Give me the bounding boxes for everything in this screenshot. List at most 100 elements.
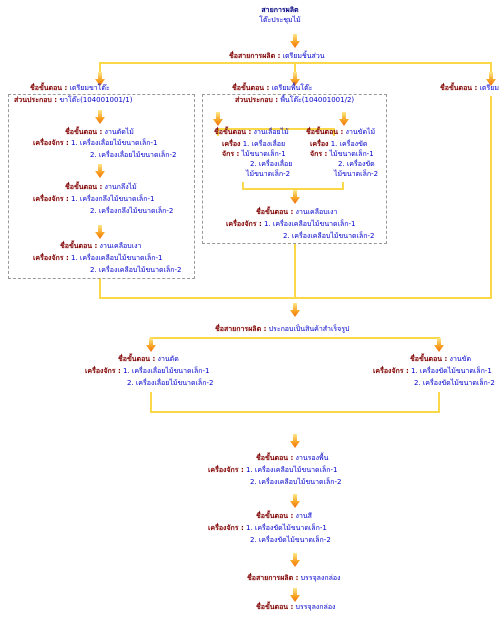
- machine-item: ไม้ขนาดเล็ก-1: [329, 150, 374, 158]
- line-value: เตรียมชิ้นส่วน: [282, 52, 325, 60]
- machine-label: เครื่องจักร :: [226, 220, 262, 228]
- step-value: เตรียมขาโต๊ะ: [69, 84, 110, 92]
- machine-item: 1. เครื่องเลื่อย: [242, 140, 286, 148]
- machine-list: เครื่องจักร : 1. เครื่องเคลือบไม้ขนาดเล็…: [226, 220, 356, 229]
- step-value: งานรองพื้น: [295, 454, 329, 462]
- step-value: งานกลึงไม้: [104, 183, 137, 191]
- machine-item: 2. เครื่องกลึงไม้ขนาดเล็ก-2: [90, 207, 174, 215]
- step-value: งานเคลือบเงา: [99, 242, 142, 250]
- step-node-packing: ชื่อขั้นตอน : บรรจุลงกล่อง: [256, 603, 335, 612]
- connector: [99, 278, 101, 298]
- machine-item: 1. เครื่องเคลือบไม้ขนาดเล็ก-1: [246, 466, 338, 474]
- machine-list: เครื่องจักร : 1. เครื่องเลื่อยไม้ขนาดเล็…: [85, 367, 209, 376]
- machine-label: เครื่องจักร :: [33, 254, 69, 262]
- line-label: ชื่อสายการผลิต :: [229, 52, 281, 60]
- step-label: ชื่อขั้นตอน :: [256, 208, 294, 216]
- flow-arrow-icon: [290, 190, 300, 204]
- machine-item: 2. เครื่องเคลือบไม้ขนาดเล็ก-2: [250, 478, 342, 486]
- machine-list: เครื่องจักร : 1. เครื่องขัดไม้ขนาดเล็ก-1: [208, 524, 327, 533]
- step-node-cut: ชื่อขั้นตอน : งานตัด: [118, 355, 179, 364]
- flow-arrow-icon: [95, 225, 105, 239]
- step-value: งานตัดไม้: [104, 128, 134, 136]
- group-box-table-top: [202, 94, 387, 244]
- part-label: ส่วนประกอบ :: [14, 96, 58, 104]
- machine-list: จักร : ไม้ขนาดเล็ก-1: [222, 150, 286, 159]
- step-node-top: ชื่อขั้นตอน : เตรียมพื้นโต๊ะ: [232, 84, 312, 93]
- flow-arrow-icon: [290, 34, 300, 48]
- step-label: ชื่อขั้นตอน :: [30, 84, 68, 92]
- step-node: ชื่อขั้นตอน : งานเคลือบเงา: [256, 208, 337, 217]
- step-label: ชื่อขั้นตอน :: [118, 355, 156, 363]
- connector: [333, 128, 335, 136]
- machine-label: เครื่องจักร :: [373, 367, 409, 375]
- line-node-prepare-parts: ชื่อสายการผลิต : เตรียมชิ้นส่วน: [229, 52, 325, 61]
- machine-item: 1. เครื่องเคลือบไม้ขนาดเล็ก-1: [264, 220, 356, 228]
- step-value: งานตัด: [157, 355, 179, 363]
- machine-label: เครื่อง: [222, 140, 241, 148]
- step-value: งานขัด: [449, 355, 471, 363]
- machine-list: เครื่องจักร : 1. เครื่องกลึงไม้ขนาดเล็ก-…: [33, 195, 154, 204]
- flow-title: สายการผลิต: [261, 6, 299, 14]
- step-value: งานเคลือบเงา: [295, 208, 338, 216]
- machine-label: จักร :: [310, 150, 328, 158]
- flow-arrow-icon: [290, 588, 300, 602]
- step-node-saw: ชื่อขั้นตอน : งานเลื่อยไม้: [214, 128, 289, 137]
- machine-item: ไม้ขนาดเล็ก-2: [246, 170, 291, 178]
- connector: [294, 244, 296, 298]
- flow-arrow-icon: [486, 72, 496, 86]
- step-node-sand: ชื่อขั้นตอน : งานขัดไม้: [306, 128, 375, 137]
- machine-list: จักร : ไม้ขนาดเล็ก-1: [310, 150, 374, 159]
- machine-list: เครื่องจักร : 1. เครื่องเลื่อยไม้ขนาดเล็…: [33, 139, 157, 148]
- flow-arrow-icon: [95, 72, 105, 86]
- connector: [490, 62, 492, 74]
- flow-arrow-icon: [95, 110, 105, 124]
- machine-item: 1. เครื่องขัด: [330, 140, 368, 148]
- part-node-legs: ส่วนประกอบ : ขาโต๊ะ(104001001/1): [14, 96, 132, 105]
- step-label: ชื่อขั้นตอน :: [256, 512, 294, 520]
- step-node-legs: ชื่อขั้นตอน : เตรียมขาโต๊ะ: [30, 84, 110, 93]
- line-value: ประกอบเป็นสินค้าสำเร็จรูป: [268, 325, 350, 333]
- machine-item: 1. เครื่องกลึงไม้ขนาดเล็ก-1: [71, 195, 155, 203]
- flow-arrow-icon: [95, 164, 105, 178]
- step-node: ชื่อขั้นตอน : งานเคลือบเงา: [60, 242, 141, 251]
- step-label: ชื่อขั้นตอน :: [306, 128, 344, 136]
- machine-item: ไม้ขนาดเล็ก-1: [241, 150, 286, 158]
- machine-label: เครื่อง: [310, 140, 329, 148]
- machine-item: 2. เครื่องขัดไม้ขนาดเล็ก-2: [414, 379, 495, 387]
- step-value: เตรียมพื้นโต๊ะ: [271, 84, 313, 92]
- step-label: ชื่อขั้นตอน :: [65, 183, 103, 191]
- step-label: ชื่อขั้นตอน :: [214, 128, 252, 136]
- step-label: ชื่อขั้นตอน :: [440, 84, 478, 92]
- flow-subtitle: โต๊ะประชุมไม้: [259, 16, 301, 24]
- step-node-primer: ชื่อขั้นตอน : งานรองพื้น: [256, 454, 328, 463]
- machine-label: เครื่องจักร :: [33, 195, 69, 203]
- step-value: งานขัดไม้: [345, 128, 376, 136]
- machine-label: เครื่องจักร :: [208, 524, 244, 532]
- line-label: ชื่อสายการผลิต :: [215, 325, 267, 333]
- flow-arrow-icon: [290, 494, 300, 508]
- machine-item: 1. เครื่องเคลือบไม้ขนาดเล็ก-1: [71, 254, 163, 262]
- step-label: ชื่อขั้นตอน :: [65, 128, 103, 136]
- flow-arrow-icon: [339, 112, 349, 126]
- step-value: เตรียม: [479, 84, 499, 92]
- connector: [490, 96, 492, 298]
- step-label: ชื่อขั้นตอน :: [256, 454, 294, 462]
- step-node: ชื่อขั้นตอน : งานตัดไม้: [65, 128, 134, 137]
- machine-item: 2. เครื่องขัดไม้ขนาดเล็ก-2: [250, 536, 331, 544]
- step-node: ชื่อขั้นตอน : งานกลึงไม้: [65, 183, 137, 192]
- flow-arrow-icon: [290, 303, 300, 317]
- step-value: งานสี: [295, 512, 312, 520]
- machine-list: เครื่อง 1. เครื่องเลื่อย: [222, 140, 285, 149]
- connector: [242, 182, 244, 190]
- flow-arrow-icon: [290, 434, 300, 448]
- line-label: ชื่อสายการผลิต :: [247, 574, 299, 582]
- connector: [150, 392, 152, 412]
- flow-arrow-icon: [213, 112, 223, 126]
- machine-item: 2. เครื่องเลื่อยไม้ขนาดเล็ก-2: [127, 379, 214, 387]
- machine-list: เครื่องจักร : 1. เครื่องขัดไม้ขนาดเล็ก-1: [373, 367, 492, 376]
- machine-item: 2. เครื่องเลื่อยไม้ขนาดเล็ก-2: [90, 151, 177, 159]
- machine-item: 1. เครื่องเลื่อยไม้ขนาดเล็ก-1: [123, 367, 210, 375]
- step-value: บรรจุลงกล่อง: [295, 603, 336, 611]
- part-label: ส่วนประกอบ :: [235, 96, 279, 104]
- step-node-paint: ชื่อขั้นตอน : งานสี: [256, 512, 312, 521]
